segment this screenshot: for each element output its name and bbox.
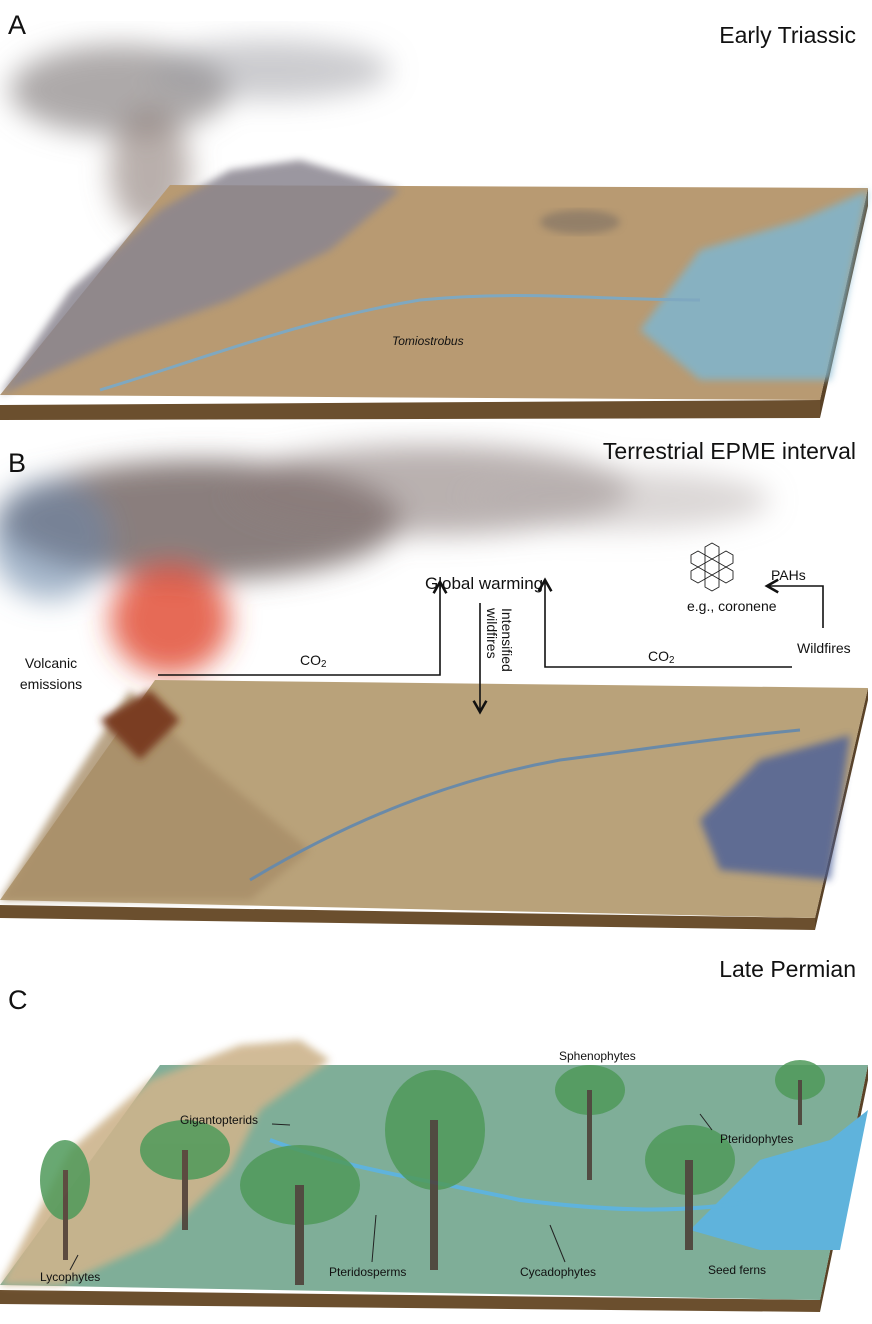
co2-subscript: 2 xyxy=(321,659,327,670)
label-co2-volcanic: CO2 xyxy=(300,652,326,670)
label-global-warming: Global warming xyxy=(425,574,544,593)
label-volcanic-line2: emissions xyxy=(19,676,83,692)
label-leaders-c xyxy=(69,1113,713,1271)
label-pteridosperms: Pteridosperms xyxy=(329,1265,407,1279)
arrow-co2-volcanic xyxy=(158,579,448,676)
label-sphenophytes: Sphenophytes xyxy=(559,1049,636,1063)
arrow-co2-wildfires xyxy=(537,577,792,668)
slab-edge-a xyxy=(0,400,820,420)
lake-c xyxy=(690,1110,868,1250)
trees-c xyxy=(40,1060,825,1285)
label-lycophytes: Lycophytes xyxy=(40,1270,101,1284)
label-coronene: e.g., coronene xyxy=(687,598,777,614)
label-volcanic-emissions: Volcanic emissions xyxy=(6,655,96,692)
panel-a-landscape xyxy=(0,40,868,420)
mountains-a xyxy=(0,160,400,395)
label-tomiostrobus: Tomiostrobus xyxy=(392,334,464,348)
label-gigantopterids: Gigantopterids xyxy=(180,1113,259,1127)
co2-subscript: 2 xyxy=(669,655,675,666)
smoke-plume-b xyxy=(0,445,770,675)
label-wildfires: Wildfires xyxy=(797,640,851,656)
arrow-pahs xyxy=(764,578,824,628)
panel-c-letter: C xyxy=(8,985,28,1015)
co2-text: CO xyxy=(300,652,321,668)
label-volcanic-line1: Volcanic xyxy=(24,655,78,671)
panel-b-landscape xyxy=(0,445,868,930)
panel-a-letter: A xyxy=(8,10,27,40)
label-intensified-wildfires: Intensified wildfires xyxy=(484,608,515,672)
label-co2-wildfires: CO2 xyxy=(648,648,674,666)
co2-text: CO xyxy=(648,648,669,664)
panel-a-title: Early Triassic xyxy=(719,22,856,48)
label-cycadophytes: Cycadophytes xyxy=(520,1265,597,1279)
coronene-structure-icon xyxy=(690,542,734,592)
volcano-b xyxy=(0,690,310,900)
lake-a xyxy=(640,190,868,380)
label-intensified-line1: Intensified xyxy=(499,608,515,672)
label-pahs: PAHs xyxy=(771,567,806,583)
panel-b-letter: B xyxy=(8,448,27,478)
smoke-plume-a xyxy=(10,40,390,230)
panel-c-landscape xyxy=(0,1040,868,1312)
slab-edge-c xyxy=(0,1290,820,1312)
label-intensified-line2: wildfires xyxy=(484,608,500,659)
slab-edge-b xyxy=(0,905,815,930)
lava-lake-b xyxy=(700,735,850,880)
panel-c-title: Late Permian xyxy=(719,956,856,982)
panel-b-title: Terrestrial EPME interval xyxy=(602,438,856,464)
label-seed-ferns: Seed ferns xyxy=(708,1263,767,1277)
label-pteridophytes: Pteridophytes xyxy=(720,1132,794,1146)
